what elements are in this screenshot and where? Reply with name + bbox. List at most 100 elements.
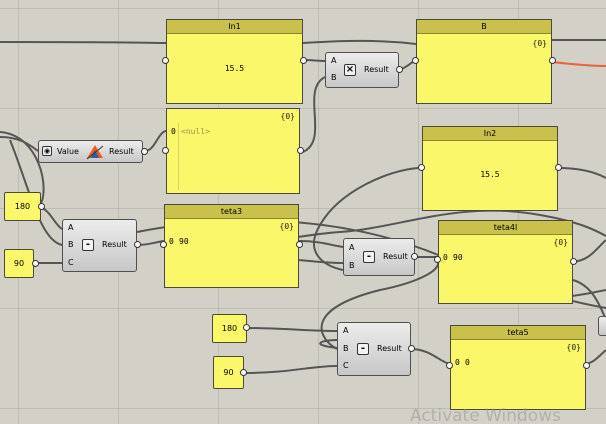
subtract-component-3[interactable]: A B C - Result xyxy=(337,322,411,376)
panel-teta3-value: 90 xyxy=(179,237,189,246)
multiply-component[interactable]: A B × Result xyxy=(325,52,399,88)
value-list-output-label: Result xyxy=(109,147,134,156)
offscreen-component[interactable] xyxy=(598,316,606,336)
number-90-left-output-port[interactable] xyxy=(32,260,39,267)
wire xyxy=(320,261,440,350)
subtract3-icon: - xyxy=(357,343,369,355)
subtract1-input-c-label: C xyxy=(68,258,74,267)
panel-null-input-port[interactable] xyxy=(162,147,169,154)
subtract3-input-b-label: B xyxy=(343,344,349,353)
panel-teta5-value: 0 xyxy=(465,358,470,367)
number-180-mid[interactable]: 180 xyxy=(212,314,247,343)
wire xyxy=(0,41,167,44)
panel-teta5-title: teta5 xyxy=(451,326,585,340)
panel-in1-value: 15.5 xyxy=(224,64,245,73)
panel-teta4l-path-index: {0} xyxy=(553,238,568,247)
panel-teta4l-value: 90 xyxy=(453,253,463,262)
subtract1-input-b-label: B xyxy=(68,240,74,249)
wire xyxy=(585,349,606,365)
panel-b-input-port[interactable] xyxy=(412,57,419,64)
selected-wire xyxy=(551,61,606,67)
panel-in2-value: 15.5 xyxy=(480,170,500,179)
number-90-mid-output-port[interactable] xyxy=(240,369,247,376)
wire xyxy=(572,279,606,321)
subtract1-input-a-label: A xyxy=(68,223,74,232)
panel-null-item-index: 0 xyxy=(171,127,176,136)
panel-b-path-index: {0} xyxy=(532,39,547,48)
panel-teta3-input-port[interactable] xyxy=(160,241,167,248)
panel-in1-title: In1 xyxy=(167,20,302,34)
panel-in1-output-port[interactable] xyxy=(300,57,307,64)
subtract3-input-c-label: C xyxy=(343,361,349,370)
panel-in2-title: In2 xyxy=(423,127,557,141)
number-180-left-output-port[interactable] xyxy=(38,203,45,210)
panel-teta4l-item-index: 0 xyxy=(443,253,448,262)
subtract-component-1[interactable]: A B C - Result xyxy=(62,219,137,272)
multiply-icon: × xyxy=(344,64,356,76)
panel-teta4l-title: teta4l xyxy=(439,221,572,235)
panel-null-output-port[interactable] xyxy=(297,147,304,154)
panel-null-path-index: {0} xyxy=(280,112,295,121)
subtract3-output-port[interactable] xyxy=(408,345,415,352)
toggle-icon: ◉ xyxy=(42,146,52,156)
multiply-input-b-label: B xyxy=(331,73,337,82)
panel-null-grip xyxy=(178,123,179,190)
value-list-input-label: Value xyxy=(57,147,79,156)
activate-windows-watermark: Activate Windows xyxy=(410,406,561,424)
wire xyxy=(243,365,338,374)
panel-teta5[interactable]: teta5 {0} 0 0 xyxy=(450,325,586,410)
panel-teta5-path-index: {0} xyxy=(566,343,581,352)
panel-teta5-output-port[interactable] xyxy=(583,362,590,369)
subtract2-output-label: Result xyxy=(383,252,408,261)
panel-b-output-port[interactable] xyxy=(549,57,556,64)
wire xyxy=(572,239,606,263)
panel-teta4l[interactable]: teta4l {0} 0 90 xyxy=(438,220,573,304)
subtract2-input-a-label: A xyxy=(349,243,355,252)
number-180-left[interactable]: 180 xyxy=(4,192,41,221)
wire xyxy=(313,167,419,271)
panel-teta3[interactable]: teta3 {0} 0 90 xyxy=(164,204,299,288)
subtract1-icon: - xyxy=(82,239,94,251)
panel-teta4l-input-port[interactable] xyxy=(434,256,441,263)
wire xyxy=(298,240,344,248)
panel-in2-output-port[interactable] xyxy=(555,164,562,171)
subtract-component-2[interactable]: A B - Result xyxy=(343,238,415,276)
wire xyxy=(302,39,417,45)
number-90-left[interactable]: 90 xyxy=(4,249,34,278)
panel-teta3-title: teta3 xyxy=(165,205,298,219)
value-list-component[interactable]: ◉ Value Result xyxy=(38,140,143,163)
panel-in1-input-port[interactable] xyxy=(162,57,169,64)
subtract2-icon: - xyxy=(363,251,375,263)
panel-teta5-item-index: 0 xyxy=(455,358,460,367)
panel-b[interactable]: B {0} xyxy=(416,19,552,104)
multiply-output-port[interactable] xyxy=(396,66,403,73)
panel-b-title: B xyxy=(417,20,551,34)
wire xyxy=(557,167,606,179)
multiply-input-a-label: A xyxy=(331,56,337,65)
panel-in1[interactable]: In1 15.5 xyxy=(166,19,303,104)
panel-teta4l-output-port[interactable] xyxy=(570,258,577,265)
panel-teta3-path-index: {0} xyxy=(279,222,294,231)
number-180-mid-output-port[interactable] xyxy=(243,324,250,331)
panel-null[interactable]: {0} 0 <null> xyxy=(166,108,300,194)
panel-in2-input-port[interactable] xyxy=(418,164,425,171)
panel-teta3-output-port[interactable] xyxy=(296,241,303,248)
value-list-output-port[interactable] xyxy=(141,148,148,155)
matlab-icon xyxy=(86,143,104,160)
panel-teta5-input-port[interactable] xyxy=(446,362,453,369)
wire xyxy=(410,348,451,365)
wire xyxy=(319,339,338,349)
subtract3-output-label: Result xyxy=(377,344,402,353)
wire xyxy=(302,76,326,153)
panel-teta3-item-index: 0 xyxy=(169,237,174,246)
panel-null-value-wrap: <null> xyxy=(181,127,210,136)
panel-in2[interactable]: In2 15.5 xyxy=(422,126,558,211)
subtract2-output-port[interactable] xyxy=(411,253,418,260)
subtract1-output-label: Result xyxy=(102,240,127,249)
subtract2-input-b-label: B xyxy=(349,261,355,270)
subtract1-output-port[interactable] xyxy=(134,241,141,248)
wire xyxy=(246,327,338,332)
panel-null-value: <null> xyxy=(181,127,210,136)
subtract3-input-a-label: A xyxy=(343,326,349,335)
